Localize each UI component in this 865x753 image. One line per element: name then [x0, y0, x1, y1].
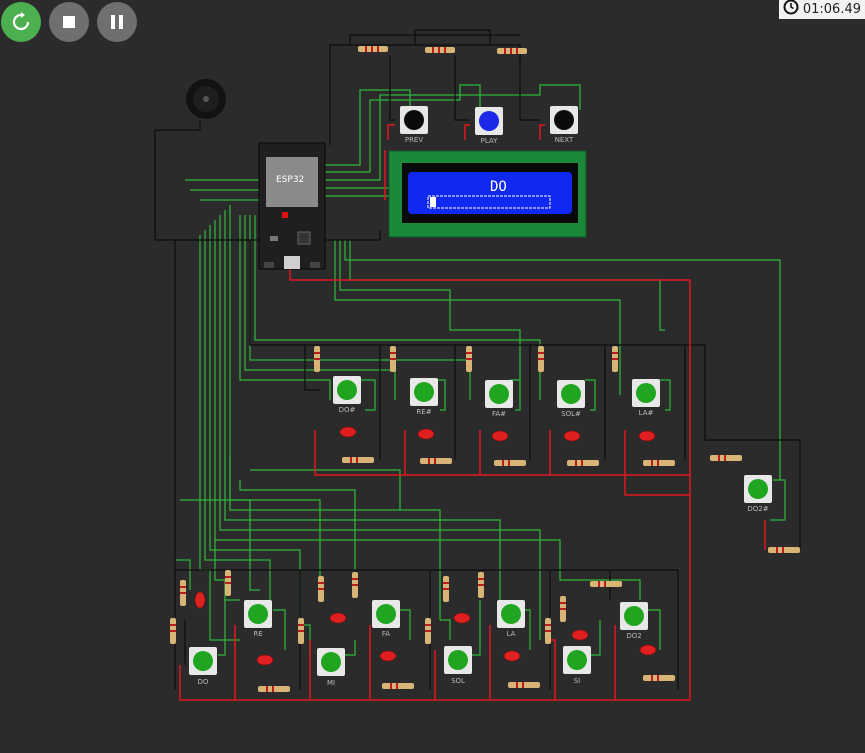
- svg-text:LA: LA: [507, 630, 516, 638]
- svg-text:RE: RE: [253, 630, 262, 638]
- resistor-top-3[interactable]: [497, 48, 527, 54]
- pause-icon: [110, 14, 124, 30]
- svg-text:PREV: PREV: [405, 136, 424, 144]
- pause-button[interactable]: [97, 2, 137, 42]
- svg-text:FA#: FA#: [492, 410, 506, 418]
- button-re[interactable]: RE: [244, 600, 272, 638]
- green-wires: [175, 84, 786, 656]
- resistor-top-1[interactable]: [358, 46, 388, 52]
- svg-text:PLAY: PLAY: [481, 137, 499, 145]
- button-mi[interactable]: MI: [317, 648, 345, 687]
- clock-icon: [783, 0, 799, 21]
- svg-text:SI: SI: [574, 677, 581, 685]
- button-do2-sharp[interactable]: DO2#: [744, 475, 772, 513]
- button-do2[interactable]: DO2: [620, 602, 648, 640]
- svg-text:SOL: SOL: [451, 677, 465, 685]
- svg-text:DO2#: DO2#: [747, 505, 768, 513]
- svg-text:SOL#: SOL#: [561, 410, 581, 418]
- resistor-top-2[interactable]: [425, 47, 455, 53]
- svg-text:MI: MI: [327, 679, 335, 687]
- resistors-sharp: [314, 346, 800, 553]
- leds: [194, 426, 657, 666]
- svg-text:LA#: LA#: [639, 409, 654, 417]
- red-wires: [179, 124, 766, 701]
- button-fa-sharp[interactable]: FA#: [485, 380, 513, 418]
- button-la-sharp[interactable]: LA#: [632, 379, 660, 417]
- button-re-sharp[interactable]: RE#: [410, 378, 438, 416]
- esp32-board[interactable]: ESP32: [258, 142, 326, 270]
- button-la[interactable]: LA: [497, 600, 525, 638]
- button-si[interactable]: SI: [563, 646, 591, 685]
- button-sol[interactable]: SOL: [444, 646, 472, 685]
- button-do-sharp[interactable]: DO#: [333, 376, 361, 414]
- buzzer[interactable]: [186, 79, 226, 119]
- button-next[interactable]: NEXT: [550, 106, 578, 144]
- svg-text:RE#: RE#: [416, 408, 431, 416]
- button-prev[interactable]: PREV: [400, 106, 428, 144]
- timer-value: 01:06.49: [802, 2, 861, 17]
- simulation-timer: 01:06.49: [778, 0, 865, 21]
- stop-icon: [62, 15, 76, 29]
- svg-text:NEXT: NEXT: [555, 136, 574, 144]
- restart-icon: [11, 12, 31, 32]
- mcu-label: ESP32: [276, 175, 304, 185]
- svg-text:FA: FA: [382, 630, 390, 638]
- svg-text:DO: DO: [198, 678, 209, 686]
- restart-button[interactable]: [1, 2, 41, 42]
- button-do[interactable]: DO: [189, 647, 217, 686]
- stop-button[interactable]: [49, 2, 89, 42]
- button-play[interactable]: PLAY: [475, 107, 503, 145]
- svg-text:DO2: DO2: [626, 632, 641, 640]
- button-fa[interactable]: FA: [372, 600, 400, 638]
- svg-text:DO#: DO#: [339, 406, 356, 414]
- lcd-display[interactable]: DO: [388, 150, 587, 238]
- button-sol-sharp[interactable]: SOL#: [557, 380, 585, 418]
- resistors-natural: [170, 570, 675, 692]
- lcd-text: DO: [490, 179, 507, 195]
